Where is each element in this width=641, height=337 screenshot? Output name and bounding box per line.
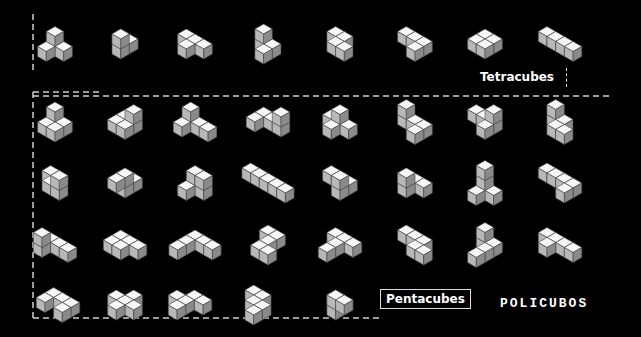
group-label: Tetracubes — [470, 68, 567, 87]
polycube — [112, 29, 138, 59]
polycube — [33, 228, 77, 263]
polycube — [468, 29, 503, 59]
polycube — [538, 163, 582, 203]
polycube — [318, 228, 362, 263]
polycube — [246, 107, 290, 137]
polycube — [538, 27, 582, 62]
polycube — [108, 290, 143, 320]
polycube — [538, 228, 582, 263]
title-logo: POLICUBOS — [500, 296, 588, 311]
polycube — [103, 230, 147, 260]
polycube — [108, 168, 143, 198]
polycube — [323, 166, 358, 201]
polycube — [169, 230, 221, 260]
polycube-shapes — [33, 24, 582, 325]
polycube — [178, 166, 213, 201]
polycube — [398, 168, 433, 198]
polycube — [327, 27, 353, 62]
polycube — [245, 285, 271, 325]
group-label: Pentacubes — [380, 289, 471, 309]
polycube — [251, 225, 286, 265]
polycube — [468, 223, 503, 268]
polycube — [255, 24, 281, 64]
polycube — [547, 100, 573, 145]
polycube — [108, 105, 143, 140]
polycube — [398, 100, 433, 145]
polycube — [242, 163, 294, 203]
polycube — [38, 27, 73, 62]
polycube — [398, 225, 433, 265]
polycube — [38, 102, 73, 142]
polycube — [398, 27, 433, 62]
polycube — [468, 161, 503, 206]
polycube — [327, 290, 353, 320]
polycube — [42, 166, 68, 201]
polycube — [168, 290, 212, 320]
group-brackets — [33, 14, 612, 318]
polycube — [468, 105, 503, 140]
polycube — [178, 29, 213, 59]
polycube — [323, 105, 358, 140]
polycube — [173, 102, 217, 142]
polycube — [36, 288, 80, 323]
